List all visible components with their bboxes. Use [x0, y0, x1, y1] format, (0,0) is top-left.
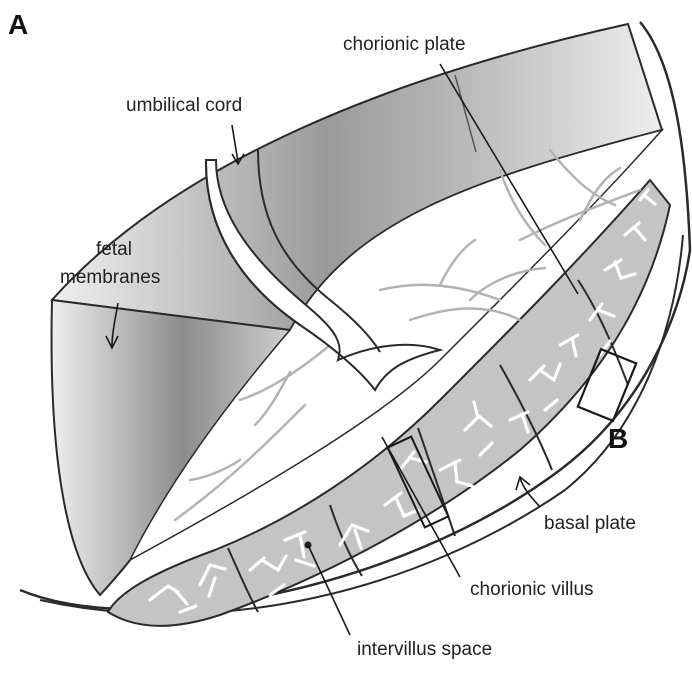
- intervillus-space-marker: [305, 542, 312, 549]
- fetal-membranes-label-line2: membranes: [60, 268, 160, 288]
- umbilical-cord-label: umbilical cord: [126, 96, 242, 116]
- chorionic-villus-label: chorionic villus: [470, 580, 594, 600]
- intervillus-space-label: intervillus space: [357, 640, 492, 660]
- chorionic-plate-label: chorionic plate: [343, 35, 466, 55]
- inset-label: B: [608, 424, 628, 453]
- panel-label: A: [8, 10, 28, 39]
- basal-plate-label: basal plate: [544, 514, 636, 534]
- fetal-membranes-label-line1: fetal: [96, 240, 132, 260]
